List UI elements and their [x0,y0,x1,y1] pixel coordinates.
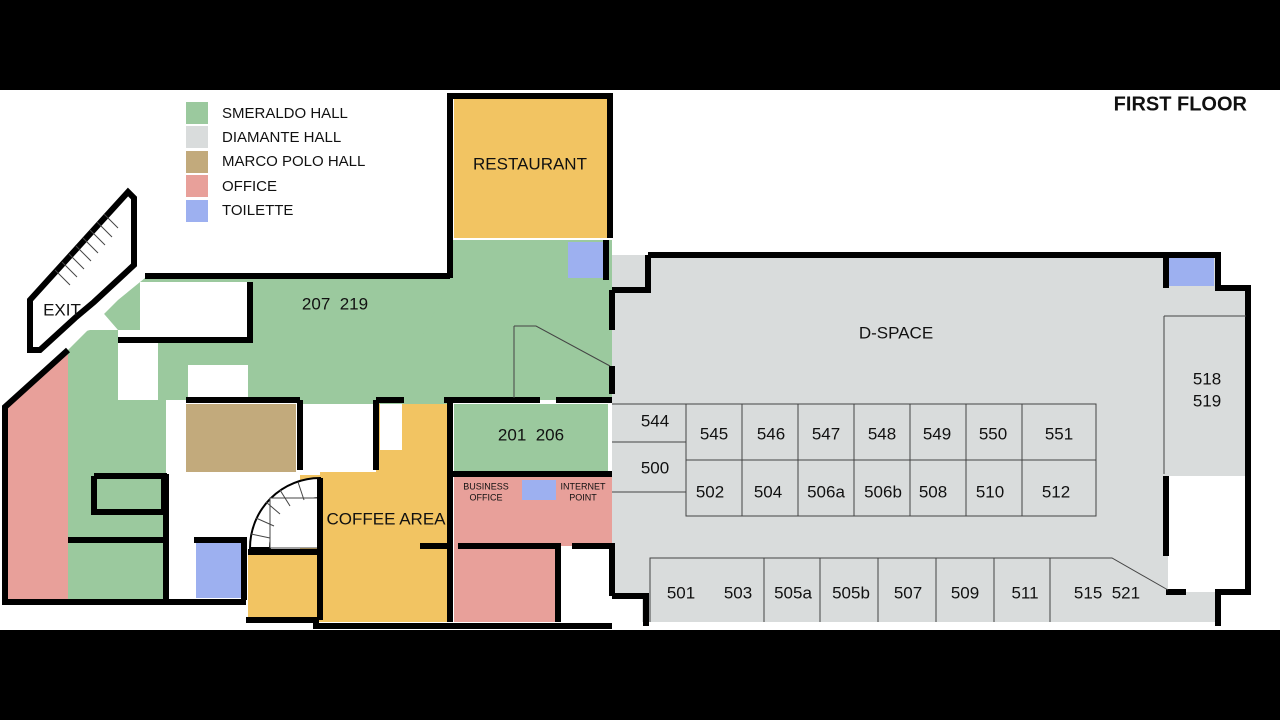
room-505a: 505a [774,583,812,602]
stair-east [1172,480,1246,592]
partitions [513,315,1246,622]
room-500: 500 [641,458,669,477]
room-544: 544 [641,411,669,430]
spiral-staircase [248,476,321,549]
exit-stairs: EXIT [27,187,137,353]
restaurant [454,98,608,238]
closet-southwest [166,572,194,598]
room-546: 546 [757,424,785,443]
room-547: 547 [812,424,840,443]
marco-polo-hall [186,404,296,472]
business-office-label-2: OFFICE [470,492,503,502]
internet-point-label-2: POINT [569,492,597,502]
top-band [0,0,1280,90]
room-504: 504 [754,482,782,501]
legend-swatch-smeraldo [186,102,208,124]
room-549: 549 [923,424,951,443]
room-508: 508 [919,482,947,501]
hall-207-219 [250,282,450,340]
room-548: 548 [868,424,896,443]
hall-201-206-label: 201 206 [498,425,564,444]
coffee-area-south [248,552,320,622]
office-south [454,546,558,622]
d-space-area [612,255,1248,622]
white-room-south [562,546,608,622]
bottom-band [0,630,1280,720]
business-office-label-1: BUSINESS [463,481,509,491]
room-512: 512 [1042,482,1070,501]
storage-room-north [140,282,248,338]
room-515-521: 515 521 [1074,583,1140,602]
coffee-area-label: COFFEE AREA [326,509,446,528]
room-518: 518 [1193,369,1221,388]
restaurant-label: RESTAURANT [473,154,587,173]
legend-label-diamante: DIAMANTE HALL [222,129,341,146]
toilette-restaurant [568,242,606,278]
room-numbers: 544 500 545 546 547 548 549 550 551 502 … [641,369,1221,602]
room-506b: 506b [864,482,902,501]
service-closet [380,404,402,450]
room-545: 545 [700,424,728,443]
toilette-business [522,480,556,500]
corner-void [612,596,642,626]
room-503: 503 [724,583,752,602]
toilette-d-space [1166,258,1214,286]
floor-title: FIRST FLOOR [1114,93,1248,115]
room-550: 550 [979,424,1007,443]
legend-label-smeraldo: SMERALDO HALL [222,105,348,122]
room-518-519 [1164,316,1246,474]
legend-swatch-toilette [186,200,208,222]
internet-point-label-1: INTERNET [561,481,607,491]
legend: SMERALDO HALL DIAMANTE HALL MARCO POLO H… [186,102,365,222]
room-510: 510 [976,482,1004,501]
room-501: 501 [667,583,695,602]
walls [1,93,1251,629]
room-502: 502 [696,482,724,501]
legend-swatch-office [186,175,208,197]
storage-room-small [188,365,248,397]
toilette-southwest [196,542,242,598]
hall-201-206 [454,404,608,472]
legend-label-office: OFFICE [222,178,277,195]
room-511: 511 [1011,583,1038,602]
legend-label-marco-polo: MARCO POLO HALL [222,153,365,170]
room-505b: 505b [832,583,870,602]
legend-swatch-marco-polo [186,151,208,173]
room-507: 507 [894,583,922,602]
d-space-label: D-SPACE [859,323,933,342]
service-room [300,404,376,472]
room-519: 519 [1193,391,1221,410]
legend-swatch-diamante [186,126,208,148]
room-506a: 506a [807,482,845,501]
office-west [5,350,68,600]
room-551: 551 [1045,424,1073,443]
legend-label-toilette: TOILETTE [222,202,293,219]
exit-label: EXIT [43,300,81,319]
room-509: 509 [951,583,979,602]
hall-207-219-label: 207 219 [302,294,368,313]
